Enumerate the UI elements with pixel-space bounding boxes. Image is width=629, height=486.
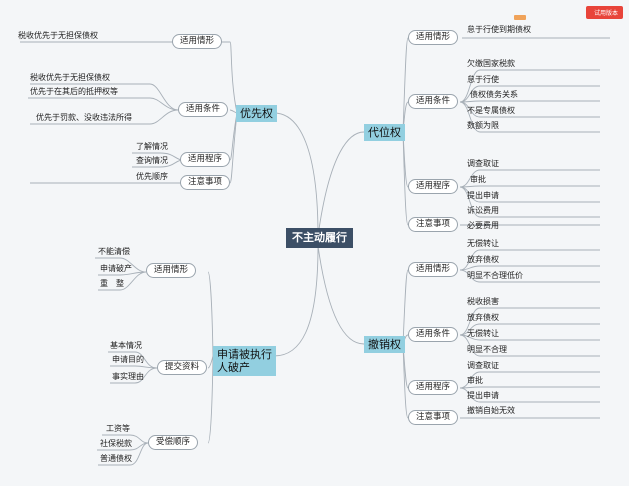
bankruptcy-order-node[interactable]: 受偿顺序 (148, 435, 199, 450)
connector (229, 112, 238, 184)
connector (317, 131, 365, 237)
bankruptcy-order-item: 社保税款 (100, 439, 132, 448)
subrogation-conditions-item: 怠于行使 (467, 75, 499, 84)
bankruptcy-materials-item: 申请目的 (112, 355, 144, 364)
revocation-applicable-item: 无偿转让 (467, 239, 499, 248)
subrogation-applicable-node[interactable]: 适用情形 (408, 30, 459, 45)
priority-conditions-node[interactable]: 适用条件 (178, 102, 229, 117)
branch-priority[interactable]: 优先权 (236, 105, 277, 122)
revocation-procedure-node[interactable]: 适用程序 (408, 380, 459, 395)
bankruptcy-applicable-item: 不能清偿 (98, 247, 130, 256)
subrogation-conditions-node[interactable]: 适用条件 (408, 94, 459, 109)
priority-conditions-item: 优先于在其后的抵押权等 (30, 87, 118, 96)
subrogation-procedure-item: 审批 (470, 175, 486, 184)
subrogation-conditions-item: 欠缴国家税款 (467, 59, 515, 68)
connector (402, 269, 409, 345)
connector (317, 245, 365, 345)
revocation-conditions-item: 无偿转让 (467, 329, 499, 338)
connector (402, 343, 409, 419)
revocation-conditions-item: 税收损害 (467, 297, 499, 306)
branch-revocation[interactable]: 撤销权 (364, 336, 405, 353)
priority-conditions-item: 优先于罚款、没收违法所得 (36, 113, 132, 122)
bankruptcy-order-item: 工资等 (106, 424, 130, 433)
priority-procedure-node[interactable]: 适用程序 (180, 152, 231, 167)
bankruptcy-order-item: 普通债权 (100, 454, 132, 463)
connector (273, 112, 319, 237)
revocation-procedure-item: 审批 (467, 376, 483, 385)
connector (207, 355, 214, 444)
trial-version-badge[interactable]: 试用版本 (585, 6, 623, 19)
subrogation-notes-node[interactable]: 注意事项 (408, 217, 459, 232)
priority-applicable-item: 税收优先于无担保债权 (18, 31, 98, 40)
revocation-applicable-item: 放弃债权 (467, 255, 499, 264)
priority-conditions-item: 税收优先于无担保债权 (30, 73, 110, 82)
subrogation-procedure-item: 提出申请 (467, 191, 499, 200)
subrogation-procedure-item: 诉讼费用 (467, 206, 499, 215)
priority-procedure-item: 查询情况 (136, 156, 168, 165)
revocation-procedure-item: 调查取证 (467, 361, 499, 370)
connector (273, 245, 319, 357)
bankruptcy-materials-item: 事实理由 (112, 372, 144, 381)
bankruptcy-applicable-item: 重 整 (100, 279, 124, 288)
connector (402, 131, 409, 226)
priority-notes-node[interactable]: 注意事项 (180, 175, 231, 190)
revocation-conditions-node[interactable]: 适用条件 (408, 327, 459, 342)
priority-applicable-node[interactable]: 适用情形 (172, 34, 223, 49)
branch-bankruptcy-line2: 人破产 (217, 361, 250, 374)
bankruptcy-materials-node[interactable]: 提交资料 (157, 360, 208, 375)
revocation-notes-node[interactable]: 注意事项 (408, 410, 459, 425)
subrogation-applicable-item: 怠于行使到期债权 (467, 25, 531, 34)
subrogation-procedure-node[interactable]: 适用程序 (408, 179, 459, 194)
orange-tag-icon (514, 15, 526, 20)
subrogation-conditions-item: 数额为限 (467, 121, 499, 130)
branch-bankruptcy-line1: 申请被执行 (217, 348, 272, 361)
bankruptcy-applicable-item: 申请破产 (100, 264, 132, 273)
connector (229, 41, 238, 114)
priority-procedure-item: 了解情况 (136, 142, 168, 151)
revocation-applicable-node[interactable]: 适用情形 (408, 262, 459, 277)
bankruptcy-applicable-node[interactable]: 适用情形 (146, 263, 197, 278)
subrogation-notes-item: 必要费用 (467, 221, 499, 230)
revocation-conditions-item: 明显不合理 (467, 345, 507, 354)
branch-bankruptcy[interactable]: 申请被执行 人破产 (213, 346, 276, 376)
revocation-procedure-item: 提出申请 (467, 391, 499, 400)
priority-notes-item: 优先顺序 (136, 172, 168, 181)
revocation-applicable-item: 明显不合理低价 (467, 271, 523, 280)
branch-subrogation[interactable]: 代位权 (364, 124, 405, 141)
revocation-conditions-item: 放弃债权 (467, 313, 499, 322)
connector (402, 37, 409, 133)
subrogation-conditions-item: 债权债务关系 (470, 90, 518, 99)
connector (207, 271, 214, 357)
bankruptcy-materials-item: 基本情况 (110, 341, 142, 350)
revocation-notes-item: 撤销自始无效 (467, 406, 515, 415)
subrogation-conditions-item: 不是专属债权 (467, 106, 515, 115)
central-topic[interactable]: 不主动履行 (286, 228, 353, 248)
subrogation-procedure-item: 调查取证 (467, 159, 499, 168)
